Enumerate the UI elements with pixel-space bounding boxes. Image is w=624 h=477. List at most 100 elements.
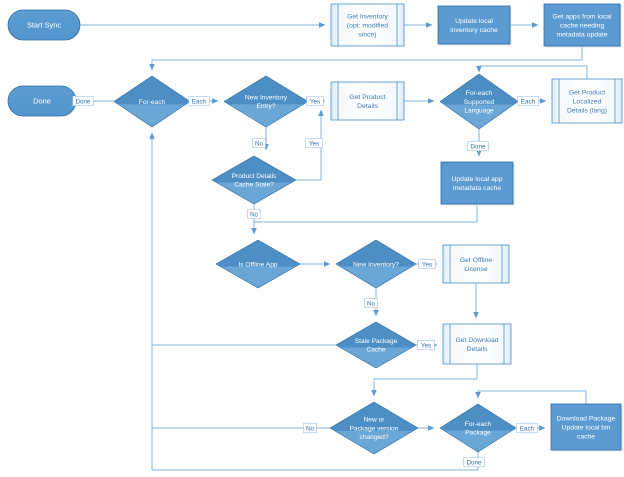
edge-label-box xyxy=(516,422,538,434)
edge-label-yes-314-143: Yes xyxy=(305,137,323,149)
edge-label-each-528-101: Each xyxy=(517,95,539,107)
subroutine-shape xyxy=(330,3,405,47)
edge-label-box xyxy=(417,339,435,351)
process-shape xyxy=(440,161,514,205)
process-shape xyxy=(543,3,621,47)
node-foreach[interactable]: For-each xyxy=(113,75,191,128)
edge-label-text: No xyxy=(367,300,376,307)
edge-label-box xyxy=(252,137,266,149)
decision-shape xyxy=(329,401,419,455)
edge-label-no-259-143: No xyxy=(252,137,266,149)
node-newinv2[interactable]: New Inventory? xyxy=(335,239,417,289)
edge-getlocalized-loop-back xyxy=(476,65,588,79)
edge-label-box xyxy=(364,297,378,309)
edge-foreachpackage-done-return xyxy=(152,452,479,471)
edge-label-box xyxy=(72,95,94,107)
edge-updatemeta-to-isoffline-join xyxy=(254,204,478,223)
node-label: New Inventory? xyxy=(353,261,399,268)
edge-label-text: Yes xyxy=(422,261,432,268)
edge-label-text: Each xyxy=(521,98,536,105)
decision-shape xyxy=(215,239,301,289)
edge-label-each-199-101: Each xyxy=(188,95,210,107)
edge-downloadpackage-loop-back xyxy=(475,390,587,404)
edge-label-box xyxy=(306,95,324,107)
terminator-shape xyxy=(7,9,81,41)
edge-label-yes-315-101: Yes xyxy=(306,95,324,107)
subroutine-shape xyxy=(442,323,512,365)
edge-getapps-to-foreach xyxy=(149,46,583,71)
process-shape xyxy=(550,403,622,451)
edge-label-text: Done xyxy=(75,98,91,105)
edge-label-yes-426-345: Yes xyxy=(417,339,435,351)
node-done[interactable]: Done xyxy=(7,85,77,117)
node-label: Done xyxy=(33,97,51,106)
decision-shape xyxy=(335,321,417,369)
edge-label-box xyxy=(517,95,539,107)
decision-shape xyxy=(439,403,517,453)
edge-label-box xyxy=(305,137,323,149)
edge-label-no-371-303: No xyxy=(364,297,378,309)
edge-label-box xyxy=(467,140,489,152)
edge-label-text: Each xyxy=(192,98,207,105)
edge-label-each-527-428: Each xyxy=(516,422,538,434)
process-shape xyxy=(437,5,511,45)
node-label: Is Offline App xyxy=(238,261,277,268)
edge-label-done-83-101: Done xyxy=(72,95,94,107)
subroutine-shape xyxy=(551,78,623,124)
subroutine-shape xyxy=(330,81,405,121)
edge-label-yes-427-264: Yes xyxy=(418,258,436,270)
node-isoffline[interactable]: Is Offline App xyxy=(215,239,301,289)
edge-label-text: Each xyxy=(520,425,535,432)
edge-label-text: No xyxy=(250,211,259,218)
edge-getdownload-to-newpkgversion xyxy=(371,364,478,397)
decision-shape xyxy=(439,73,519,130)
decision-shape xyxy=(211,155,297,205)
edge-label-text: Done xyxy=(470,143,486,150)
node-start[interactable]: Start Sync xyxy=(7,9,81,41)
edge-label-box xyxy=(418,258,436,270)
edge-label-text: Yes xyxy=(310,98,320,105)
edge-label-done-478-146: Done xyxy=(467,140,489,152)
edge-label-box xyxy=(463,456,485,468)
edge-label-text: No xyxy=(255,140,264,147)
edge-label-text: Yes xyxy=(421,342,431,349)
node-label: For-each xyxy=(139,99,166,106)
decision-shape xyxy=(223,75,309,128)
edge-label-text: No xyxy=(306,425,315,432)
edge-label-box xyxy=(303,422,317,434)
node-label: Start Sync xyxy=(27,21,61,30)
edge-label-done-474-462: Done xyxy=(463,456,485,468)
